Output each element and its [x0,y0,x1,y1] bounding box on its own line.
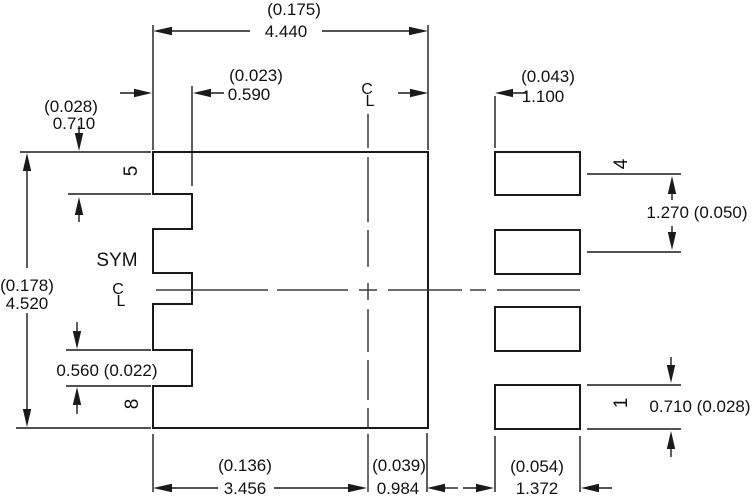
arrowhead-down [72,331,82,349]
dim-text: 1.270 (0.050) [646,203,747,222]
centerline-c: C [361,81,373,98]
pin5-label: 5 [121,166,142,177]
dim-overall-height: (0.178) 4.520 [0,151,151,429]
extension-line [587,173,681,253]
dim-text-inch: (0.039) [372,456,426,475]
arrowhead-down [74,133,84,151]
dim-body-to-pad-gap: (0.043) 1.100 [398,67,575,148]
dim-overall-width: (0.175) 4.440 [152,0,429,150]
dim-pad-width: (0.054) 1.372 [463,436,612,497]
arrowhead-down [667,232,677,250]
extension-line [16,151,151,429]
arrowhead-left [153,483,172,493]
dim-text-mm: 4.440 [265,22,308,41]
sym-text: SYM [96,250,137,271]
dim-left-to-centerline: (0.136) 3.456 [152,434,367,497]
dim-text-mm: 3.456 [224,479,267,497]
dim-centerline-to-edge: (0.039) 0.984 [372,433,458,497]
arrowhead-left [495,88,513,98]
arrowhead-up [74,197,84,215]
pad-pin1 [494,384,581,430]
arrowhead-up [72,387,82,405]
dim-pad-height: 0.710 (0.028) [587,357,751,457]
arrowhead-left [581,483,599,493]
dim-text-inch: (0.028) [44,97,98,116]
pin8-label: 8 [122,399,143,410]
arrowhead-right [134,88,152,98]
dim-pin5-edge-height: (0.028) 0.710 [44,97,151,222]
arrowhead-up [22,153,32,171]
dim-text-mm: 0.984 [377,479,420,497]
centerline-l: L [117,293,126,310]
top-centerline-symbol: C L [361,81,374,110]
arrowhead-down [666,365,676,383]
extension-line [66,349,151,387]
dim-text-inch: (0.175) [267,0,321,19]
extension-line [152,25,429,150]
dim-notch-height: 0.560 (0.022) [56,322,158,414]
centerline-l: L [366,93,375,110]
pad-pin2 [494,306,581,352]
arrowhead-right [476,483,494,493]
dim-text: 0.560 (0.022) [56,361,157,380]
arrowhead-up [666,431,676,449]
dim-text-mm: 1.372 [516,479,559,497]
extension-line [587,384,681,430]
arrowhead-right [409,26,428,36]
dim-text-mm: 0.710 [53,114,96,133]
dim-text-inch: (0.178) [0,276,54,295]
pad-pin3 [494,229,581,275]
centerline-c: C [112,281,124,298]
dim-text-inch: (0.136) [218,456,272,475]
dim-pad-pitch: 1.270 (0.050) [587,173,748,253]
arrowhead-left [153,26,172,36]
dim-text-mm: 1.100 [522,87,565,106]
pin4-label: 4 [611,158,632,169]
arrowhead-down [22,409,32,427]
pin1-label: 1 [611,398,632,409]
dim-notch-depth: (0.023) 0.590 [120,66,283,186]
dim-text-inch: (0.054) [510,457,564,476]
extension-line [494,436,581,492]
symmetry-label: SYM C L [96,250,137,310]
arrowhead-up [667,176,677,194]
dim-text-inch: (0.023) [229,66,283,85]
dim-text-inch: (0.043) [521,67,575,86]
dim-text-mm: 0.590 [228,85,271,104]
arrowhead-right [410,88,428,98]
pad-pin4 [494,151,581,196]
arrowhead-left [427,483,445,493]
arrowhead-left [193,88,211,98]
dim-text-mm: 4.520 [6,294,49,313]
arrowhead-right [348,483,367,493]
package-body-outline [152,151,429,429]
dim-text: 0.710 (0.028) [649,397,750,416]
